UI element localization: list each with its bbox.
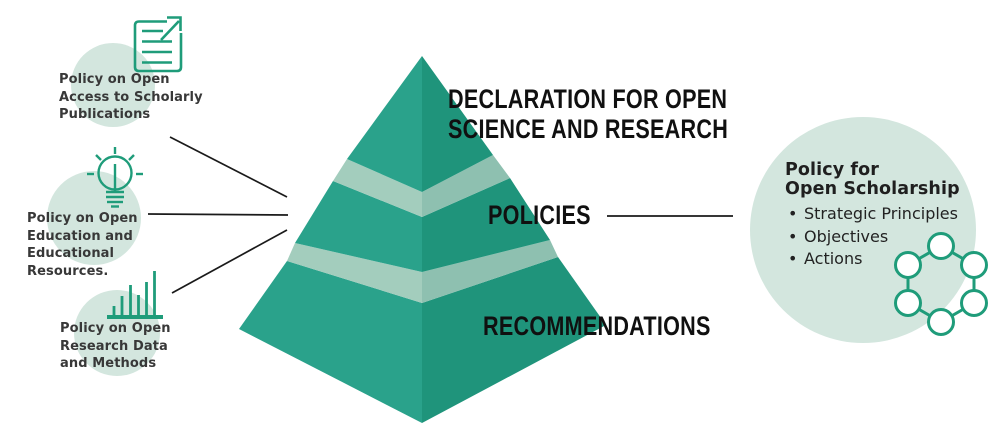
pyramid-tier2-top-band-left <box>333 159 422 217</box>
pyramid-tier3-top-band-left <box>287 243 422 303</box>
bubble-bullet-actions: Actions <box>787 248 958 271</box>
connector-line-access <box>169 136 288 198</box>
bubble-bullet-strategic-principles: Strategic Principles <box>787 203 958 226</box>
pyramid-tier2-left-face <box>295 181 422 272</box>
pyramid-tier3-left-face <box>239 261 422 423</box>
bubble-bullet-list: Strategic Principles Objectives Actions <box>787 203 958 271</box>
pyramid-tier1-right-face <box>422 56 493 192</box>
pyramid-bottom-label: RECOMMENDATIONS <box>483 311 711 341</box>
policy-circle-bg-2 <box>47 171 141 265</box>
connector-lines <box>147 136 733 294</box>
policy-label-open-access: Policy on Open Access to Scholarly Publi… <box>59 72 203 122</box>
lightbulb-icon <box>87 147 143 208</box>
document-export-icon <box>133 16 183 73</box>
pyramid-tier2-top-band-right <box>422 155 510 217</box>
bubble-title: Policy for Open Scholarship <box>785 160 960 199</box>
pyramid-tier3-right-face <box>422 257 606 423</box>
policy-label-open-education: Policy on Open Education and Educational… <box>27 211 138 279</box>
bubble-bullet-objectives: Objectives <box>787 226 958 249</box>
policy-label-research-data: Policy on Open Research Data and Methods <box>60 321 171 371</box>
bar-chart-icon <box>107 271 163 319</box>
pyramid-tier1-left-face <box>347 56 422 192</box>
connector-line-education <box>147 213 289 216</box>
pyramid <box>239 56 606 423</box>
connector-line-research-data <box>171 229 288 294</box>
pyramid-tier3-top-band-right <box>422 240 558 303</box>
pyramid-middle-label: POLICIES <box>488 200 591 230</box>
pyramid-tier2-right-face <box>422 178 550 272</box>
pyramid-top-label: DECLARATION FOR OPEN SCIENCE AND RESEARC… <box>448 84 729 144</box>
